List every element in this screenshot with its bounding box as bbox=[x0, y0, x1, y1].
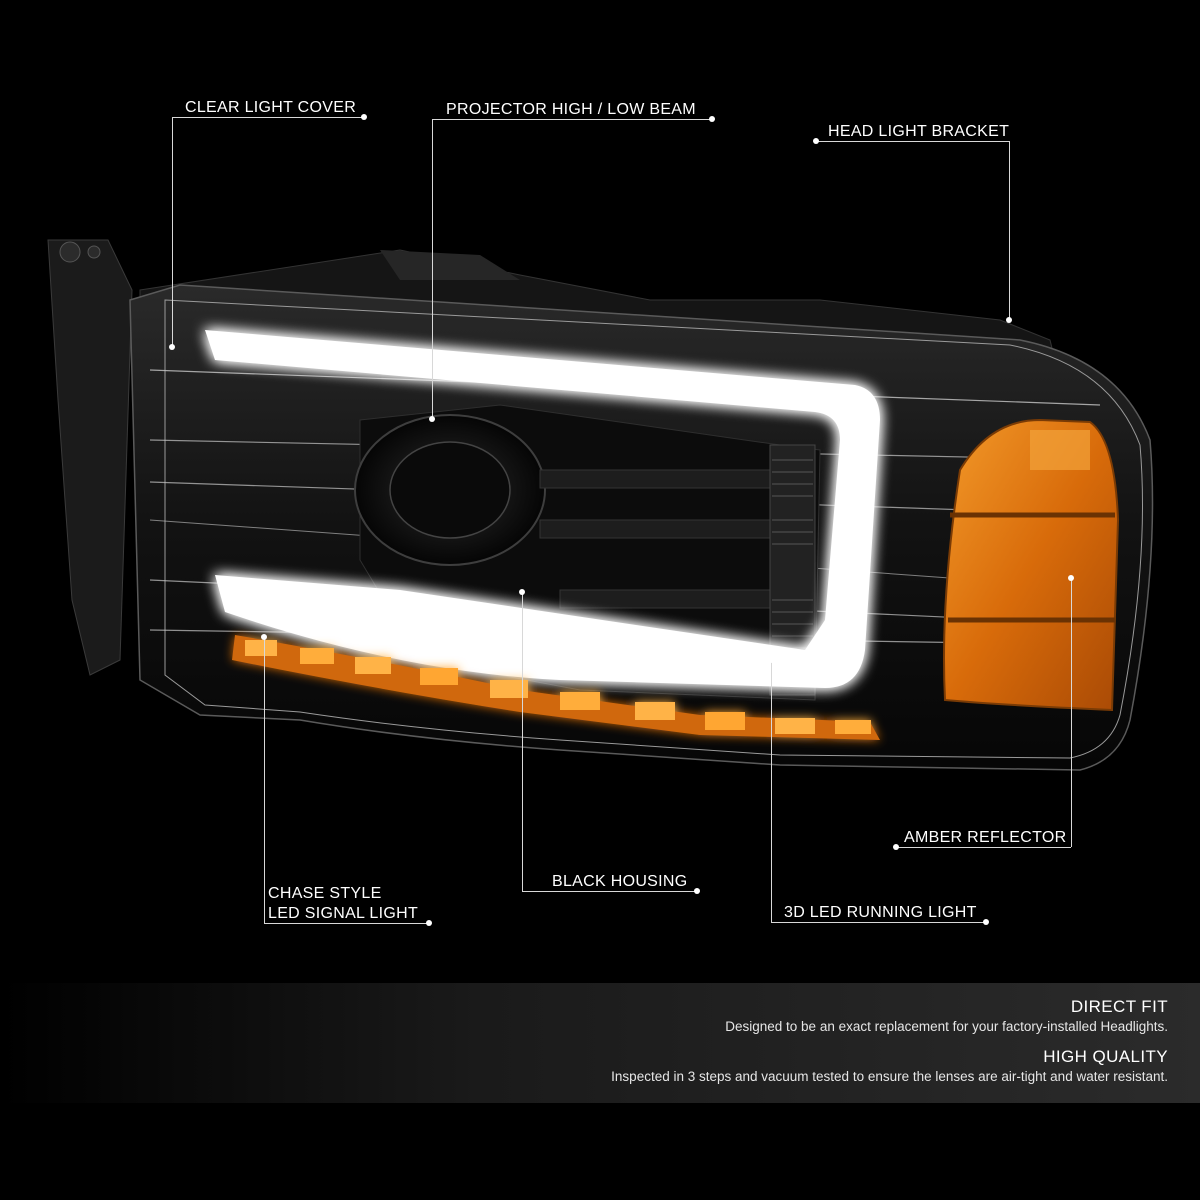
feature-info-band: DIRECT FIT Designed to be an exact repla… bbox=[0, 983, 1200, 1103]
projector-beam-leader bbox=[432, 119, 712, 120]
amber-reflector-pointer bbox=[1071, 578, 1072, 847]
clear-light-cover-dot bbox=[169, 344, 175, 350]
led-running-light-label: 3D LED RUNNING LIGHT bbox=[784, 904, 977, 921]
amber-corner-reflector bbox=[943, 418, 1120, 712]
high-quality-title: HIGH QUALITY bbox=[1043, 1047, 1168, 1066]
direct-fit-description: Designed to be an exact replacement for … bbox=[725, 1019, 1168, 1034]
projector-beam-pointer bbox=[432, 119, 433, 419]
black-housing-label: BLACK HOUSING bbox=[552, 873, 688, 890]
clear-light-cover-end-dot bbox=[361, 114, 367, 120]
amber-led-signal-strip bbox=[232, 635, 880, 740]
head-light-bracket-label: HEAD LIGHT BRACKET bbox=[828, 123, 1010, 140]
black-housing-pointer bbox=[522, 592, 523, 891]
amber-reflector-dot bbox=[1068, 575, 1074, 581]
chase-style-label-line1: CHASE STYLE bbox=[268, 885, 382, 902]
led-running-light-end-dot bbox=[983, 919, 989, 925]
led-running-light-dot bbox=[768, 657, 774, 663]
projector-beam-dot bbox=[429, 416, 435, 422]
projector-beam-label: PROJECTOR HIGH / LOW BEAM bbox=[446, 101, 696, 118]
clear-light-cover-label: CLEAR LIGHT COVER bbox=[185, 99, 357, 116]
projector-beam-end-dot bbox=[709, 116, 715, 122]
led-running-light-bar bbox=[205, 330, 880, 688]
direct-fit-title: DIRECT FIT bbox=[1070, 997, 1168, 1016]
amber-reflector-leader bbox=[896, 847, 1071, 848]
black-housing-leader bbox=[522, 891, 697, 892]
amber-reflector-label: AMBER REFLECTOR bbox=[904, 829, 1067, 846]
high-quality-description: Inspected in 3 steps and vacuum tested t… bbox=[611, 1069, 1168, 1084]
chase-style-end-dot bbox=[426, 920, 432, 926]
black-housing-end-dot bbox=[694, 888, 700, 894]
head-light-bracket-end-dot bbox=[813, 138, 819, 144]
mounting-bracket bbox=[47, 239, 133, 676]
chase-style-label-line2: LED SIGNAL LIGHT bbox=[268, 905, 419, 922]
chase-style-pointer bbox=[264, 637, 265, 923]
clear-light-cover-pointer bbox=[172, 117, 173, 347]
chase-style-dot bbox=[261, 634, 267, 640]
amber-reflector-end-dot bbox=[893, 844, 899, 850]
chase-style-leader bbox=[264, 923, 429, 924]
head-light-bracket-leader bbox=[816, 141, 1009, 142]
head-light-bracket-pointer bbox=[1009, 141, 1010, 319]
head-light-bracket-dot bbox=[1006, 317, 1012, 323]
clear-light-cover-leader bbox=[172, 117, 364, 118]
led-running-light-pointer bbox=[771, 660, 772, 922]
black-housing-dot bbox=[519, 589, 525, 595]
led-running-light-leader bbox=[771, 922, 986, 923]
